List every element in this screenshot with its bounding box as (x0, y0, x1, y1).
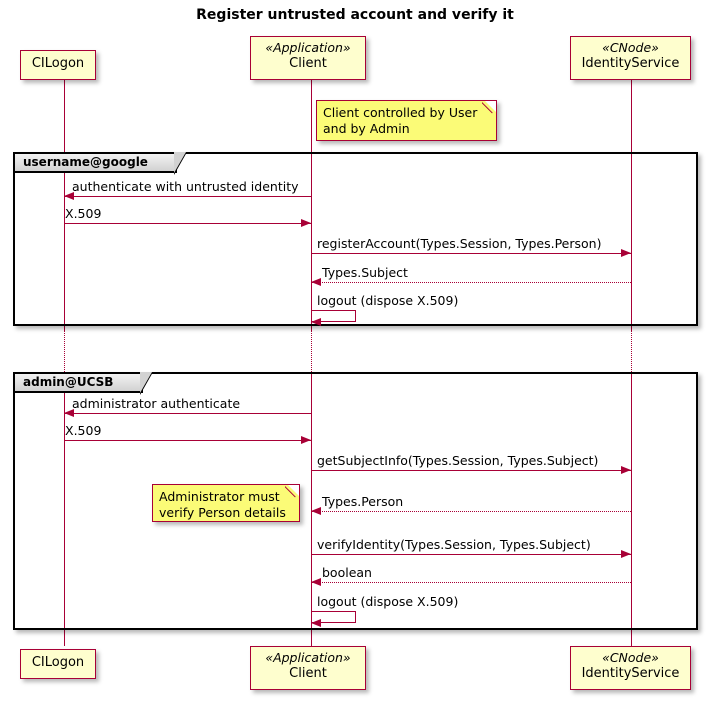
participant-identityservice-stereotype-bottom: «CNode» (602, 650, 659, 665)
message-selfloop-g1-m5 (311, 310, 356, 322)
lifeline-identityservice-bottom (631, 372, 632, 646)
group-frame-username-google (13, 152, 698, 326)
note-administrator-verify: Administrator must verify Person details (152, 484, 300, 522)
message-arrowhead-g1-m1 (64, 192, 74, 200)
lifeline-client-top (311, 80, 312, 330)
message-arrowhead-g1-m3 (621, 249, 631, 257)
message-label-g2-m5: verifyIdentity(Types.Session, Types.Subj… (317, 537, 591, 552)
message-line-g1-m2 (64, 223, 311, 224)
message-label-g1-m3: registerAccount(Types.Session, Types.Per… (317, 236, 602, 251)
message-label-g2-m3: getSubjectInfo(Types.Session, Types.Subj… (317, 453, 599, 468)
participant-client-stereotype-bottom: «Application» (265, 650, 351, 665)
lifeline-client-gap (311, 330, 312, 372)
message-label-g2-m2: X.509 (65, 423, 102, 438)
message-selfloop-g2-m7 (311, 611, 356, 623)
message-line-g2-m4 (311, 511, 631, 512)
message-line-g2-m2 (64, 440, 311, 441)
note2-line-2: verify Person details (159, 505, 286, 520)
message-line-g2-m1 (64, 413, 311, 414)
message-line-g2-m6 (311, 582, 631, 583)
note2-line-1: Administrator must (159, 489, 280, 504)
participant-identityservice-bottom[interactable]: «CNode» IdentityService (570, 646, 691, 690)
message-arrowhead-g2-m3 (621, 466, 631, 474)
message-label-g1-m1: authenticate with untrusted identity (72, 179, 299, 194)
participant-cilogon-name-bottom: CILogon (31, 655, 85, 670)
message-line-g1-m1 (64, 196, 311, 197)
group-frame-admin-ucsb (13, 372, 698, 630)
message-arrowhead-g2-m6 (311, 578, 321, 586)
participant-client-top[interactable]: «Application» Client (250, 36, 366, 80)
message-label-g1-m4: Types.Subject (322, 265, 408, 280)
message-arrowhead-g1-m2 (301, 219, 311, 227)
participant-identityservice-name-bottom: IdentityService (581, 666, 680, 681)
participant-client-stereotype-top: «Application» (265, 40, 351, 55)
participant-cilogon-top[interactable]: CILogon (20, 50, 96, 80)
participant-identityservice-top[interactable]: «CNode» IdentityService (570, 36, 691, 80)
message-arrowhead-g1-m4 (311, 278, 321, 286)
lifeline-identityservice-top (631, 80, 632, 330)
note-line-1: Client controlled by User (323, 105, 478, 120)
diagram-title: Register untrusted account and verify it (196, 7, 514, 23)
message-line-g1-m4 (311, 282, 631, 283)
participant-identityservice-stereotype-top: «CNode» (602, 40, 659, 55)
lifeline-identityservice-gap (631, 330, 632, 372)
message-arrowhead-g1-m5 (311, 318, 321, 326)
group-tab-corner-2 (140, 372, 152, 393)
message-line-g2-m5 (311, 554, 631, 555)
lifeline-cilogon-top (64, 80, 65, 330)
group-label-admin-ucsb: admin@UCSB (23, 375, 114, 389)
participant-client-name-bottom: Client (289, 666, 327, 681)
message-arrowhead-g2-m5 (621, 550, 631, 558)
message-label-g2-m4: Types.Person (322, 494, 404, 509)
group-tab-admin-ucsb: admin@UCSB (15, 372, 153, 395)
lifeline-cilogon-gap (64, 330, 65, 372)
participant-cilogon-bottom[interactable]: CILogon (20, 649, 96, 679)
group-tab-username-google: username@google (15, 152, 187, 175)
participant-client-name-top: Client (289, 56, 327, 71)
participant-client-bottom[interactable]: «Application» Client (250, 646, 366, 690)
message-label-g1-m5: logout (dispose X.509) (317, 293, 459, 308)
message-label-g2-m7: logout (dispose X.509) (317, 594, 459, 609)
message-arrowhead-g2-m4 (311, 507, 321, 515)
message-arrowhead-g2-m7 (311, 619, 321, 627)
message-label-g2-m6: boolean (322, 565, 372, 580)
participant-cilogon-name-top: CILogon (31, 56, 85, 71)
note-line-2: and by Admin (323, 121, 410, 136)
message-line-g1-m3 (311, 253, 631, 254)
note-fold-line-2 (285, 484, 300, 499)
participant-identityservice-name-top: IdentityService (581, 56, 680, 71)
message-arrowhead-g2-m1 (64, 409, 74, 417)
note-client-controlled: Client controlled by User and by Admin (316, 100, 497, 141)
note-fold-line (482, 100, 497, 115)
message-arrowhead-g2-m2 (301, 436, 311, 444)
message-label-g2-m1: administrator authenticate (72, 396, 241, 411)
message-line-g2-m3 (311, 470, 631, 471)
message-label-g1-m2: X.509 (65, 206, 102, 221)
group-label-username-google: username@google (23, 155, 148, 169)
lifeline-cilogon-bottom (64, 372, 65, 646)
group-tab-corner (174, 152, 186, 173)
